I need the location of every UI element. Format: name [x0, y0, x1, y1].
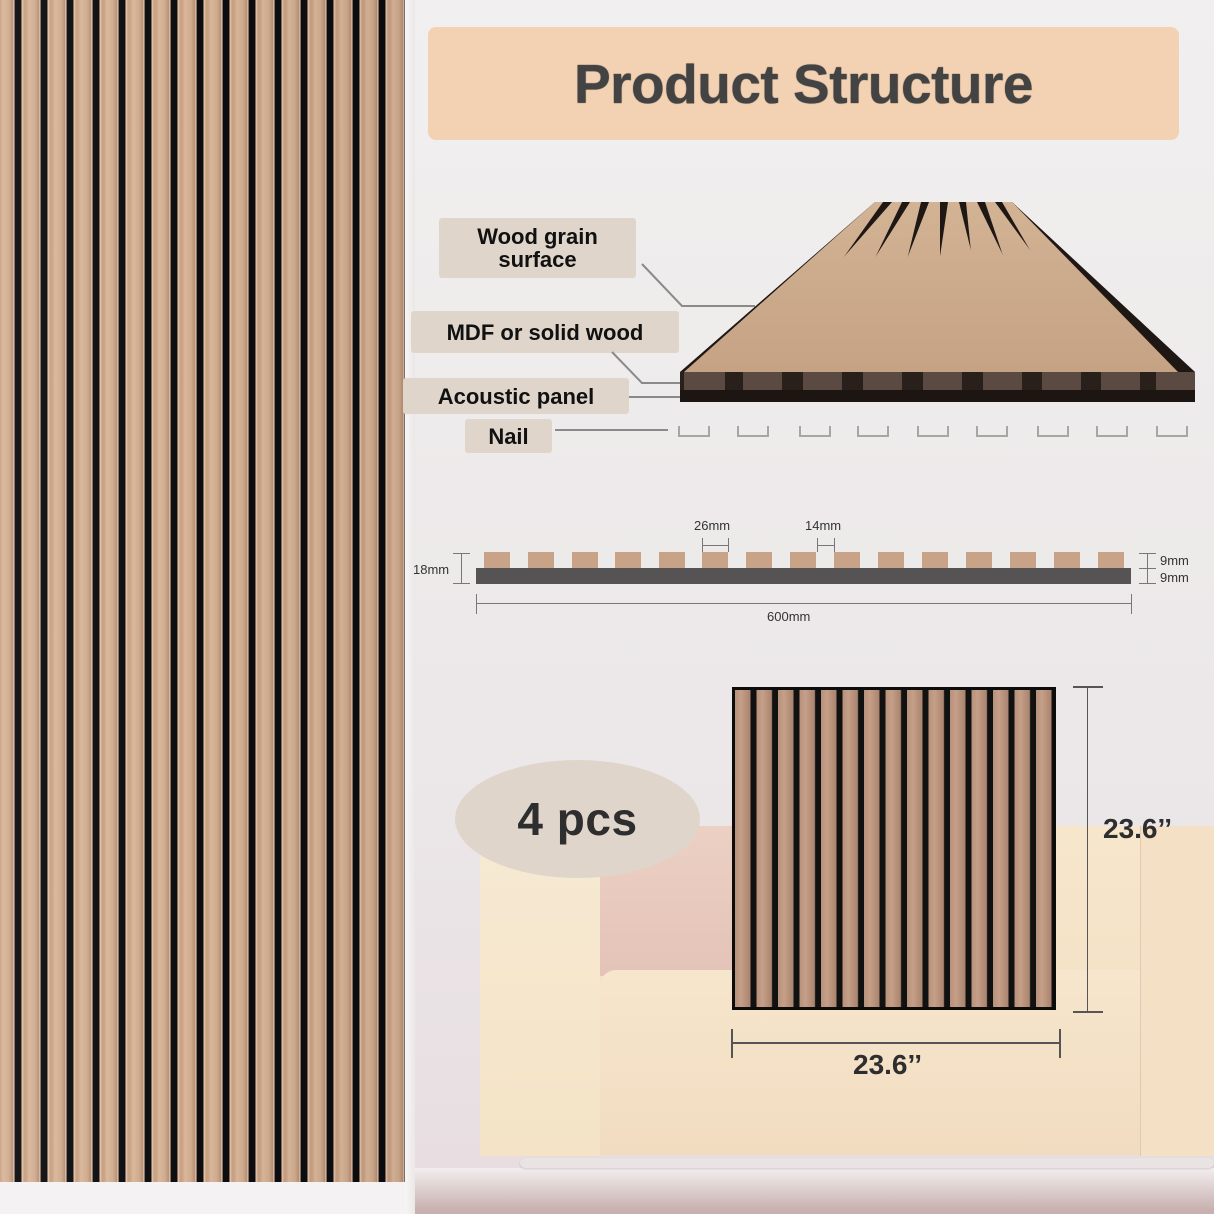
cs-slat [615, 552, 641, 568]
cs-slat [790, 552, 816, 568]
dim-gap-width: 14mm [805, 518, 842, 533]
cs-slat [878, 552, 904, 568]
cs-slat [702, 552, 728, 568]
sofa-right-cushion [1140, 826, 1214, 1156]
label-nail: Nail [465, 419, 552, 453]
label-mdf: MDF or solid wood [411, 311, 679, 353]
dim-slat-width: 26mm [694, 518, 731, 533]
dim-tick [1139, 583, 1156, 584]
nail-icon [1096, 426, 1128, 437]
dim-line [817, 545, 834, 546]
panel-slats [735, 690, 1053, 1007]
nail-icon [737, 426, 769, 437]
cs-slat [922, 552, 948, 568]
dim-tick [1059, 1029, 1061, 1058]
cs-slat [966, 552, 992, 568]
cs-slat [1010, 552, 1036, 568]
sofa-frame-rail [520, 1158, 1214, 1168]
dim-tick [1139, 568, 1156, 569]
dim-tick [453, 583, 470, 584]
nail-icon [857, 426, 889, 437]
label-wood-grain-surface: Wood grain surface [439, 218, 636, 278]
panel-3d-illustration [680, 202, 1195, 402]
dim-base-thickness: 9mm [1160, 570, 1189, 585]
nail-icon [799, 426, 831, 437]
dim-tick [1073, 686, 1103, 688]
label-acoustic-panel: Acoustic panel [403, 378, 629, 414]
nail-icon [1037, 426, 1069, 437]
dim-tick [702, 538, 703, 552]
dim-tick [453, 553, 470, 554]
dim-slat-thickness: 9mm [1160, 553, 1189, 568]
floor-strip [0, 1182, 405, 1214]
page-title: Product Structure [573, 52, 1034, 115]
dim-tick [817, 538, 818, 552]
quantity-badge: 4 pcs [455, 760, 700, 878]
dim-total-width: 600mm [767, 609, 811, 624]
dim-panel-width: 23.6’’ [853, 1049, 923, 1080]
dim-height-line [1087, 686, 1088, 1013]
dim-tick [1073, 1011, 1103, 1013]
cs-slat [834, 552, 860, 568]
cs-slat [746, 552, 772, 568]
label-wood-grain-line1: Wood grain [477, 224, 598, 249]
nail-icon [917, 426, 949, 437]
dim-tick [1139, 553, 1156, 554]
sofa-arm [480, 826, 600, 1156]
dim-width-line [731, 1042, 1061, 1044]
nail-icon [678, 426, 710, 437]
cs-slat [1054, 552, 1080, 568]
dim-tick [834, 538, 835, 552]
dim-tick [731, 1029, 733, 1058]
dim-tick [728, 538, 729, 552]
nail-icon [1156, 426, 1188, 437]
dim-line [461, 553, 462, 584]
slat-wall-photo [0, 0, 405, 1182]
leader-lines [555, 263, 755, 431]
floor [415, 1168, 1214, 1214]
dim-panel-height: 23.6’’ [1103, 813, 1173, 844]
dim-line [702, 545, 728, 546]
dim-tick [1131, 594, 1132, 614]
cs-slat [659, 552, 685, 568]
quantity-text: 4 pcs [517, 793, 638, 845]
dim-tick [476, 594, 477, 614]
dim-line [476, 603, 1131, 604]
panel-front-view [732, 687, 1056, 1010]
cs-slat [528, 552, 554, 568]
nail-icon [976, 426, 1008, 437]
label-wood-grain-line2: surface [498, 247, 577, 272]
cs-slat [484, 552, 510, 568]
cs-felt-base [476, 568, 1131, 584]
title-banner: Product Structure [428, 27, 1179, 140]
dim-total-thickness: 18mm [413, 562, 450, 577]
cs-slat [1098, 552, 1124, 568]
image-divider [405, 0, 415, 1214]
cs-slat [572, 552, 598, 568]
